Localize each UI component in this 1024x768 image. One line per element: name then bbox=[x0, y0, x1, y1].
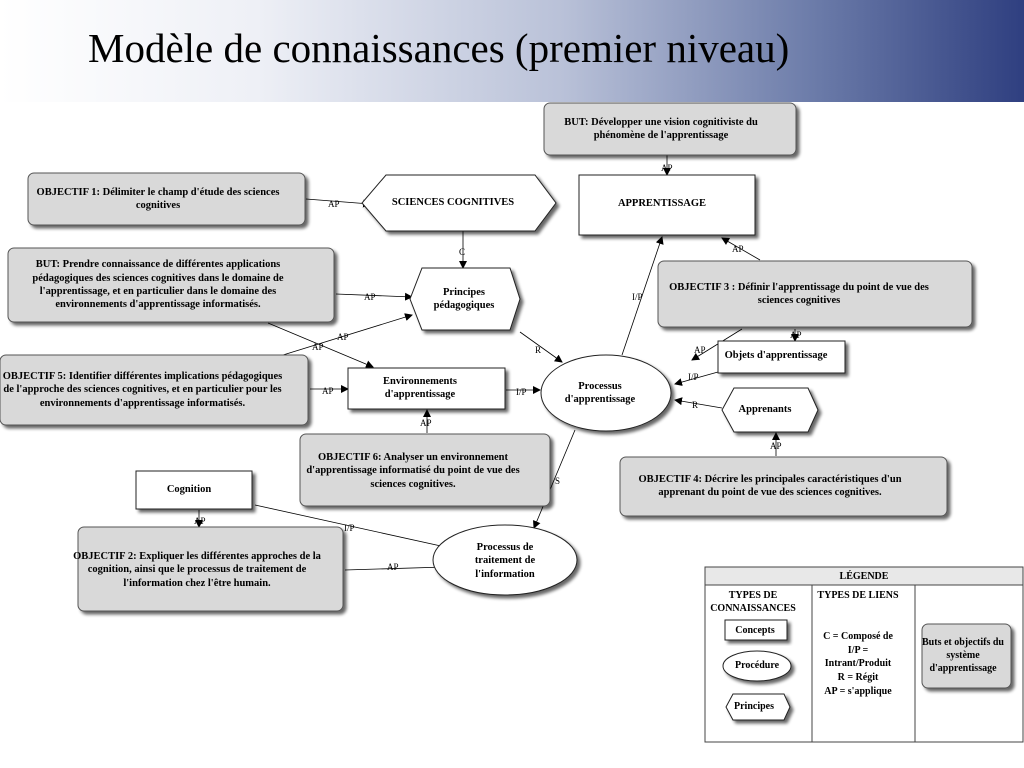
link-label-ap: AP bbox=[661, 163, 673, 173]
goal-box-objectif4 bbox=[619, 456, 948, 517]
link-label-ap: AP bbox=[387, 562, 399, 572]
slide-title: Modèle de connaissances (premier niveau) bbox=[88, 25, 790, 71]
apprentissage-label: APPRENTISSAGE bbox=[617, 198, 707, 210]
apprenants-label: Apprenants bbox=[738, 404, 792, 416]
link-objets-processus bbox=[674, 371, 719, 386]
link-obj3-processus bbox=[691, 328, 743, 361]
legend-link-c: C = Composé de bbox=[823, 631, 893, 642]
link-label-ip: I/P bbox=[688, 372, 699, 382]
procedure-ellipse-traitement bbox=[432, 524, 578, 596]
concept-box-cognition bbox=[135, 470, 253, 510]
link-label-ap: AP bbox=[732, 244, 744, 254]
concept-box-environnements bbox=[347, 367, 506, 410]
link-principes-processus bbox=[519, 331, 563, 363]
objectif1-text: OBJECTIF 1: Délimiter le champ d'étude d… bbox=[36, 186, 280, 211]
link-processus-traitement bbox=[533, 429, 576, 529]
link-cognition-traitement bbox=[254, 504, 451, 551]
link-label-r: R bbox=[535, 345, 541, 355]
goal-box-but-top bbox=[543, 102, 797, 156]
sciences-cognitives-label: SCIENCES COGNITIVES bbox=[391, 197, 515, 209]
link-label-ap: AP bbox=[420, 418, 432, 428]
link-obj5-principes bbox=[282, 313, 413, 356]
principes-pedagogiques-label: Principes pédagogiques bbox=[433, 286, 495, 311]
link-processus-apprentissage bbox=[621, 236, 664, 356]
legend-buts-label: Buts et objectifs du système d'apprentis… bbox=[922, 637, 1004, 674]
link-label-ap: AP bbox=[194, 516, 206, 526]
goal-box-objectif1 bbox=[27, 172, 306, 226]
legend-types-liens: TYPES DE LIENS bbox=[817, 590, 899, 601]
link-apprenants-processus bbox=[674, 397, 723, 409]
objets-apprentissage-label: Objets d'apprentissage bbox=[724, 350, 828, 362]
goal-box-objectif5 bbox=[0, 354, 309, 426]
title-bar: Modèle de connaissances (premier niveau) bbox=[0, 0, 1024, 102]
objectif4-text: OBJECTIF 4: Décrire les principales cara… bbox=[638, 473, 902, 498]
links bbox=[195, 155, 799, 572]
goal-box-objectif2 bbox=[77, 526, 344, 612]
link-label-ap: AP bbox=[337, 332, 349, 342]
link-label-ip: I/P bbox=[632, 292, 643, 302]
link-label-ap: AP bbox=[364, 292, 376, 302]
legend-link-ap: AP = s'applique bbox=[824, 686, 892, 697]
legend-types-connaissances: TYPES DE CONNAISSANCES bbox=[710, 590, 796, 614]
but-left-text: BUT: Prendre connaissance de différentes… bbox=[32, 259, 284, 311]
objectif5-text: OBJECTIF 5: Identifier différentes impli… bbox=[2, 370, 283, 409]
processus-apprentissage-label: Processus d'apprentissage bbox=[564, 380, 636, 405]
environnements-label: Environnements d'apprentissage bbox=[383, 375, 457, 400]
processus-traitement-label: Processus de traitement de l'information bbox=[474, 541, 536, 580]
link-label-r: R bbox=[692, 400, 698, 410]
but-top-text: BUT: Développer une vision cognitiviste … bbox=[564, 116, 758, 141]
principle-hex-sciences bbox=[361, 174, 557, 232]
link-butleft-environnements bbox=[267, 322, 374, 368]
goal-box-objectif3 bbox=[657, 260, 973, 328]
goal-box-objectif6 bbox=[299, 433, 551, 507]
link-obj2-traitement bbox=[344, 563, 446, 572]
concept-box-objets bbox=[717, 340, 846, 374]
link-label-ap: AP bbox=[322, 386, 334, 396]
link-butleft-principes bbox=[335, 292, 413, 301]
objectif6-text: OBJECTIF 6: Analyser un environnement d'… bbox=[306, 451, 520, 490]
legend-concepts-label: Concepts bbox=[735, 625, 775, 636]
link-label-ap: AP bbox=[770, 441, 782, 451]
link-label-c: C bbox=[459, 247, 465, 257]
concept-box-apprentissage bbox=[578, 174, 756, 236]
principle-hex-principes bbox=[409, 267, 521, 331]
link-label-ip: I/P bbox=[516, 387, 527, 397]
link-label-ip: I/P bbox=[344, 523, 355, 533]
legend-procedure-label: Procédure bbox=[734, 660, 780, 671]
goal-box-but-left bbox=[7, 247, 335, 323]
procedure-ellipse-processus bbox=[540, 354, 672, 432]
cognition-label: Cognition bbox=[166, 484, 212, 496]
link-label-ap: AP bbox=[790, 330, 802, 340]
legend-link-ip: I/P = Intrant/Produit bbox=[824, 645, 892, 669]
link-label-ap: AP bbox=[312, 342, 324, 352]
link-label-ap: AP bbox=[694, 345, 706, 355]
link-label-s: S bbox=[555, 476, 560, 486]
principle-hex-apprenants bbox=[721, 387, 819, 433]
legend-link-r: R = Régit bbox=[837, 672, 879, 683]
link-obj1-sciences bbox=[305, 198, 371, 208]
link-label-ap: AP bbox=[328, 199, 340, 209]
legend-principes-label: Principes bbox=[734, 701, 774, 712]
legend-frame bbox=[704, 566, 1024, 743]
objectif2-text: OBJECTIF 2: Expliquer les différentes ap… bbox=[73, 550, 321, 589]
legend-title: LÉGENDE bbox=[839, 571, 889, 582]
objectif3-text: OBJECTIF 3 : Définir l'apprentissage du … bbox=[669, 281, 929, 306]
link-obj3-apprentissage bbox=[721, 237, 761, 261]
